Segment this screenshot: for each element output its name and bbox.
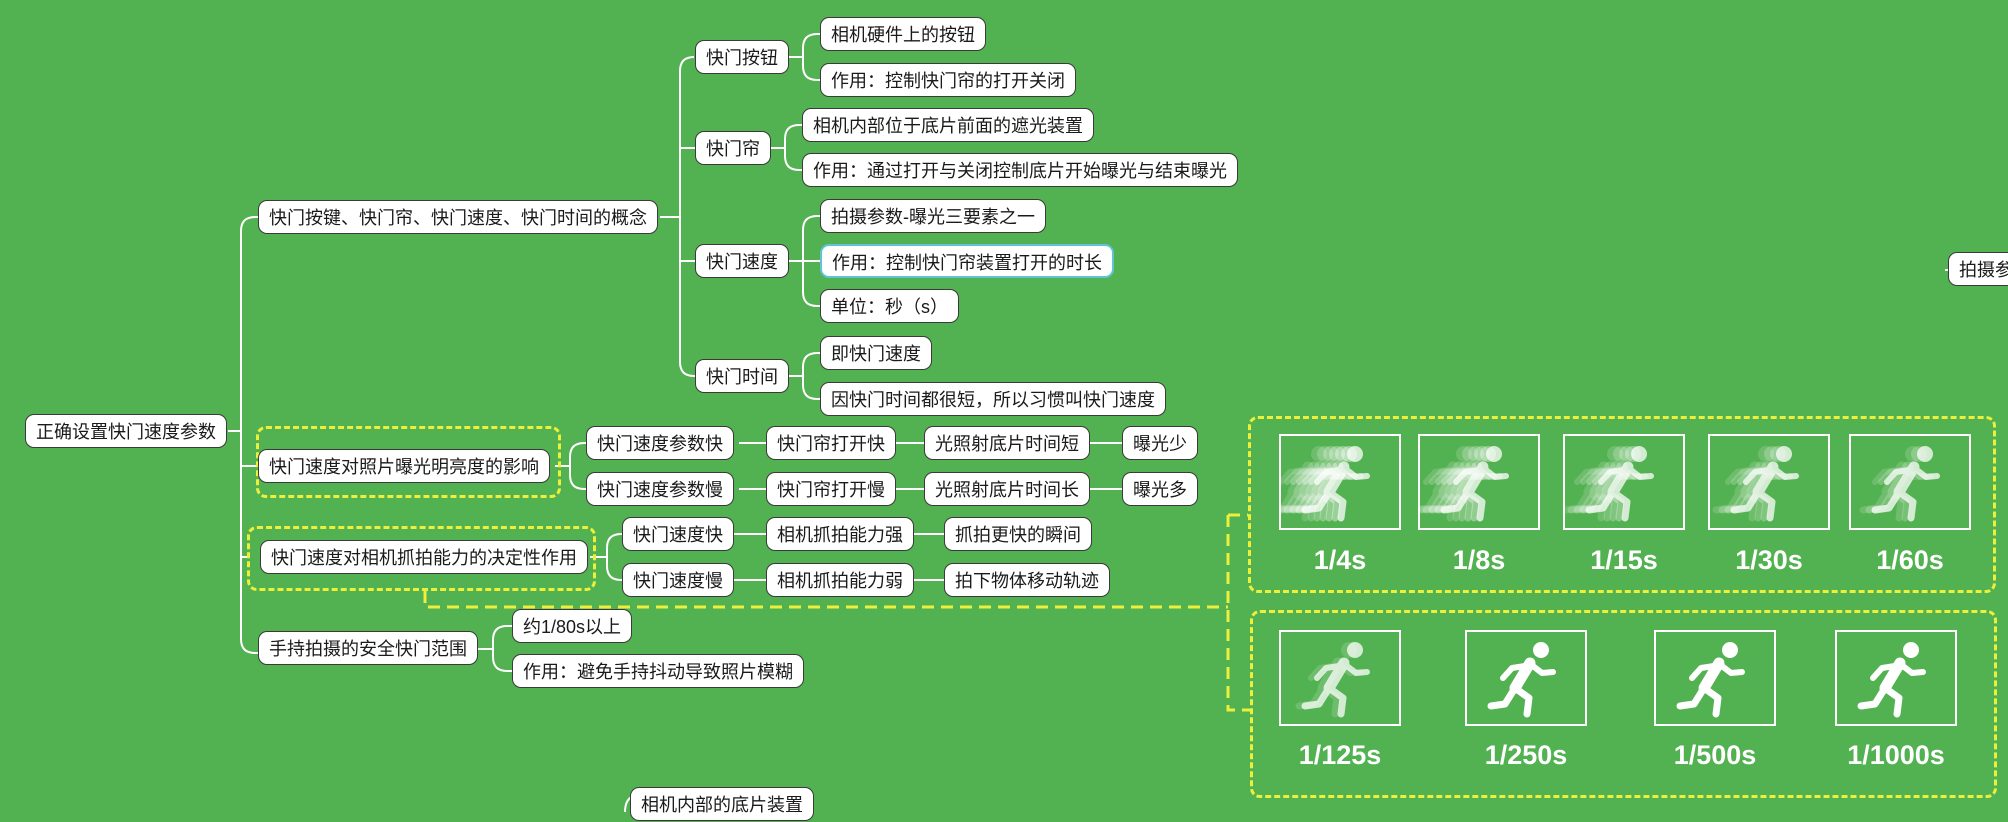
capture-slow-3[interactable]: 拍下物体移动轨迹 [944,563,1110,597]
bright-slow-2[interactable]: 快门帘打开慢 [766,472,896,506]
bright-slow-3[interactable]: 光照射底片时间长 [924,472,1090,506]
branch-concept-node[interactable]: 快门按键、快门帘、快门速度、快门时间的概念 [258,200,658,234]
shutter-button-detail-1[interactable]: 相机硬件上的按钮 [820,17,986,51]
safe-detail-1[interactable]: 约1/80s以上 [512,609,633,643]
time-detail-1[interactable]: 即快门速度 [820,336,932,370]
bright-fast-4[interactable]: 曝光少 [1122,426,1198,460]
running-man-icon [1857,642,1926,718]
shutter-thumb-7 [1465,630,1587,726]
speed-detail-3[interactable]: 单位：秒（s） [820,289,959,323]
running-man-icon [1676,642,1745,718]
bottom-partial-node[interactable]: 相机内部的底片装置 [630,787,814,821]
running-man-icon [1712,446,1799,522]
highlight-panel-row1 [1248,416,1996,593]
capture-fast-3[interactable]: 抓拍更快的瞬间 [944,517,1092,551]
shutter-label-3: 1/15s [1590,545,1658,575]
running-man-icon [1295,642,1370,718]
capture-fast-1[interactable]: 快门速度快 [622,517,734,551]
highlight-panel-row2 [1250,610,1997,798]
bright-fast-3[interactable]: 光照射底片时间短 [924,426,1090,460]
running-man-icon [1561,446,1654,522]
shutter-label-9: 1/1000s [1847,740,1945,770]
running-man-icon [1410,446,1509,522]
capture-slow-2[interactable]: 相机抓拍能力弱 [766,563,914,597]
root-node[interactable]: 正确设置快门速度参数 [25,414,227,448]
capture-fast-2[interactable]: 相机抓拍能力强 [766,517,914,551]
curtain-detail-2[interactable]: 作用：通过打开与关闭控制底片开始曝光与结束曝光 [802,153,1238,187]
running-man-icon [1265,446,1370,522]
running-man-icon [1859,446,1940,522]
running-man-icon [1487,642,1556,718]
shutter-label-2: 1/8s [1452,545,1506,575]
branch-brightness-node[interactable]: 快门速度对照片曝光明亮度的影响 [258,449,550,483]
shutter-thumb-6 [1279,630,1401,726]
capture-slow-1[interactable]: 快门速度慢 [622,563,734,597]
shutter-label-4: 1/30s [1735,545,1803,575]
bright-slow-1[interactable]: 快门速度参数慢 [586,472,734,506]
safe-detail-2[interactable]: 作用：避免手持抖动导致照片模糊 [512,654,804,688]
time-detail-2[interactable]: 因快门时间都很短，所以习惯叫快门速度 [820,382,1166,416]
highlight-brightness-branch [256,426,561,498]
bright-fast-2[interactable]: 快门帘打开快 [766,426,896,460]
curtain-detail-1[interactable]: 相机内部位于底片前面的遮光装置 [802,108,1094,142]
shutter-label-1: 1/4s [1313,545,1367,575]
shutter-label-7: 1/250s [1484,740,1568,770]
shutter-button-detail-2[interactable]: 作用：控制快门帘的打开关闭 [820,63,1076,97]
shutter-label-6: 1/125s [1298,740,1382,770]
shutter-label-5: 1/60s [1876,545,1944,575]
right-edge-partial-node[interactable]: 拍摄参 [1948,252,2008,286]
highlight-capture-branch [247,526,596,591]
shutter-button-node[interactable]: 快门按钮 [695,40,789,74]
speed-detail-2-selected[interactable]: 作用：控制快门帘装置打开的时长 [820,244,1114,278]
shutter-thumb-2 [1410,434,1540,530]
shutter-thumb-3 [1561,434,1685,530]
speed-node[interactable]: 快门速度 [695,244,789,278]
shutter-label-8: 1/500s [1673,740,1757,770]
time-node[interactable]: 快门时间 [695,359,789,393]
shutter-thumb-5 [1849,434,1971,530]
bright-slow-4[interactable]: 曝光多 [1122,472,1198,506]
branch-safe-node[interactable]: 手持拍摄的安全快门范围 [258,631,478,665]
shutter-thumb-1 [1265,434,1401,530]
branch-capture-node[interactable]: 快门速度对相机抓拍能力的决定性作用 [260,540,588,574]
shutter-thumb-8 [1654,630,1776,726]
speed-detail-1[interactable]: 拍摄参数-曝光三要素之一 [820,199,1046,233]
curtain-node[interactable]: 快门帘 [695,131,771,165]
bright-fast-1[interactable]: 快门速度参数快 [586,426,734,460]
shutter-thumb-4 [1708,434,1830,530]
shutter-thumb-9 [1835,630,1957,726]
